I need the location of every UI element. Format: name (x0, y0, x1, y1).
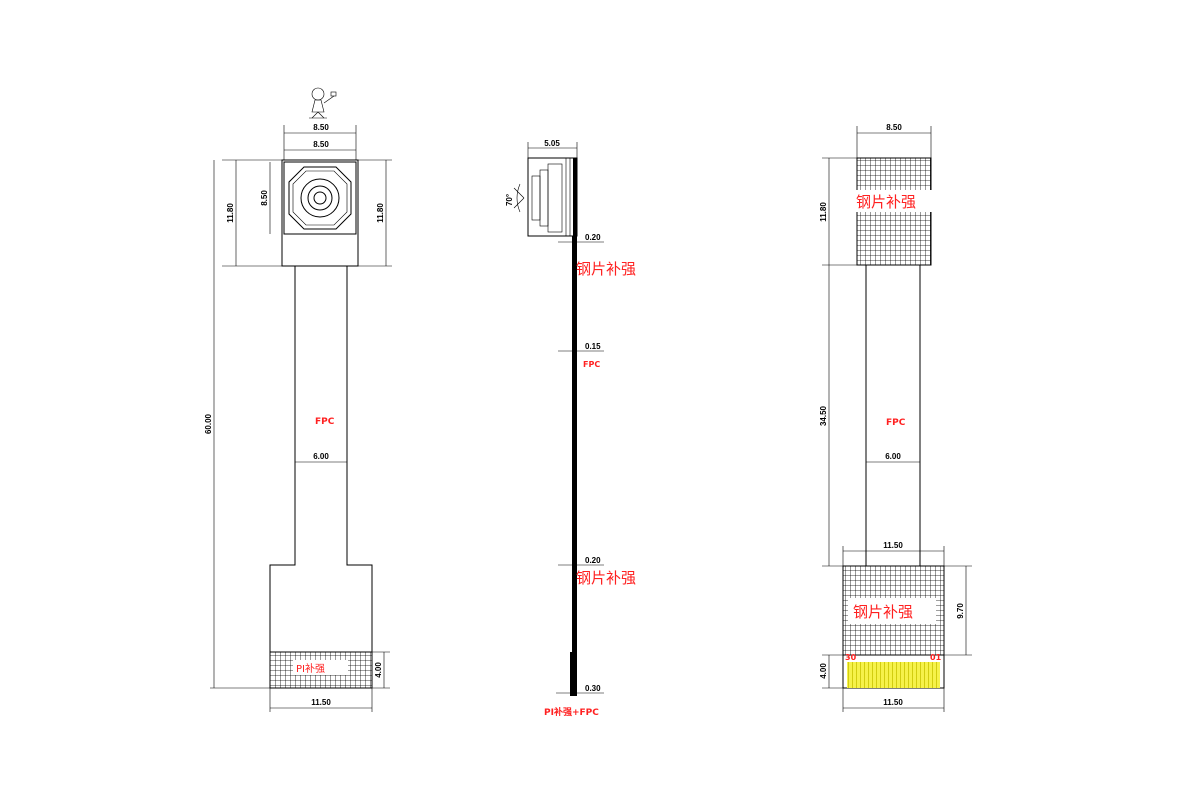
connector-height-dims (822, 565, 972, 689)
orientation-icon (309, 87, 337, 119)
steel-label-bottom-bg (848, 598, 936, 624)
dim-angle: 70° (505, 194, 514, 206)
steel-label-bottom: 钢片补强 (576, 569, 636, 587)
thickness-marks (556, 241, 604, 694)
pin-label-left: 30 (845, 653, 857, 662)
head-height-dims (222, 159, 392, 267)
steel-label-top-bg (855, 190, 933, 212)
dim-fpc-length: 34.50 (819, 405, 828, 426)
right-view: 8.50 钢片补强 11.80 FPC 6.00 34.50 11.50 (819, 123, 972, 712)
connector-pins (847, 662, 940, 688)
dim-fpc-width: 6.00 (313, 452, 329, 461)
lens-icon (288, 166, 352, 230)
dim-right-top-width: 8.50 (886, 123, 902, 132)
fpc-side-label: FPC (583, 360, 600, 369)
dim-top-width-b: 8.50 (313, 140, 329, 149)
pi-label-bg (293, 660, 348, 675)
camera-head (281, 159, 359, 267)
dim-t4: 0.30 (585, 684, 601, 693)
dim-module-depth: 5.05 (544, 139, 560, 148)
dim-top-width-a: 8.50 (313, 123, 329, 132)
dim-t1: 0.20 (585, 233, 601, 242)
dim-connector-height: 9.70 (956, 603, 965, 619)
steel-right-label-bottom: 钢片补强 (853, 603, 913, 621)
dim-right-fpc-width: 6.00 (885, 452, 901, 461)
dim-right-top-height: 11.80 (819, 202, 828, 222)
dim-t2: 0.15 (585, 342, 601, 351)
steel-right-label-top: 钢片补强 (856, 193, 916, 211)
dim-connector-top-width: 11.50 (883, 541, 903, 550)
dim-head-height-right: 11.80 (376, 203, 385, 223)
dim-pi-height: 4.00 (374, 662, 383, 678)
total-length-dim (210, 160, 390, 689)
fpc-side-profile (572, 236, 577, 696)
fpc-label: FPC (315, 417, 335, 427)
dim-head-height-left: 11.80 (226, 203, 235, 223)
pi-fpc-label: PI补强+FPC (544, 706, 599, 718)
module-side-profile (527, 157, 578, 237)
dim-t3: 0.20 (585, 556, 601, 565)
left-view: 8.50 8.50 11.80 8.50 11.80 FPC (204, 87, 392, 712)
fpc-length-dim (822, 265, 843, 567)
fpc-outline (269, 266, 373, 689)
dim-lens-height: 8.50 (260, 190, 269, 206)
dim-bottom-width: 11.50 (311, 698, 331, 707)
fpc-right-label: FPC (886, 418, 906, 428)
pi-label: PI补强 (296, 662, 325, 675)
dim-connector-bottom-width: 11.50 (883, 698, 903, 707)
bottom-width-dim (269, 688, 373, 712)
pi-side-profile (570, 652, 573, 696)
steel-label-top: 钢片补强 (576, 260, 636, 278)
pin-label-right: 01 (930, 653, 942, 662)
connector-top-width-dim (842, 546, 945, 566)
dim-total-length: 60.00 (204, 413, 213, 434)
angle-mark (513, 183, 525, 213)
side-view: 5.05 70° 0.20 0.15 0.20 0.30 (505, 139, 636, 718)
depth-dim (527, 142, 578, 158)
right-top-height-dim (822, 157, 857, 266)
top-width-dims (283, 125, 357, 160)
connector-bottom-width-dim (842, 688, 945, 712)
dim-pin-height: 4.00 (819, 663, 828, 679)
lens-holder (283, 161, 357, 235)
right-top-width-dim (856, 126, 932, 158)
